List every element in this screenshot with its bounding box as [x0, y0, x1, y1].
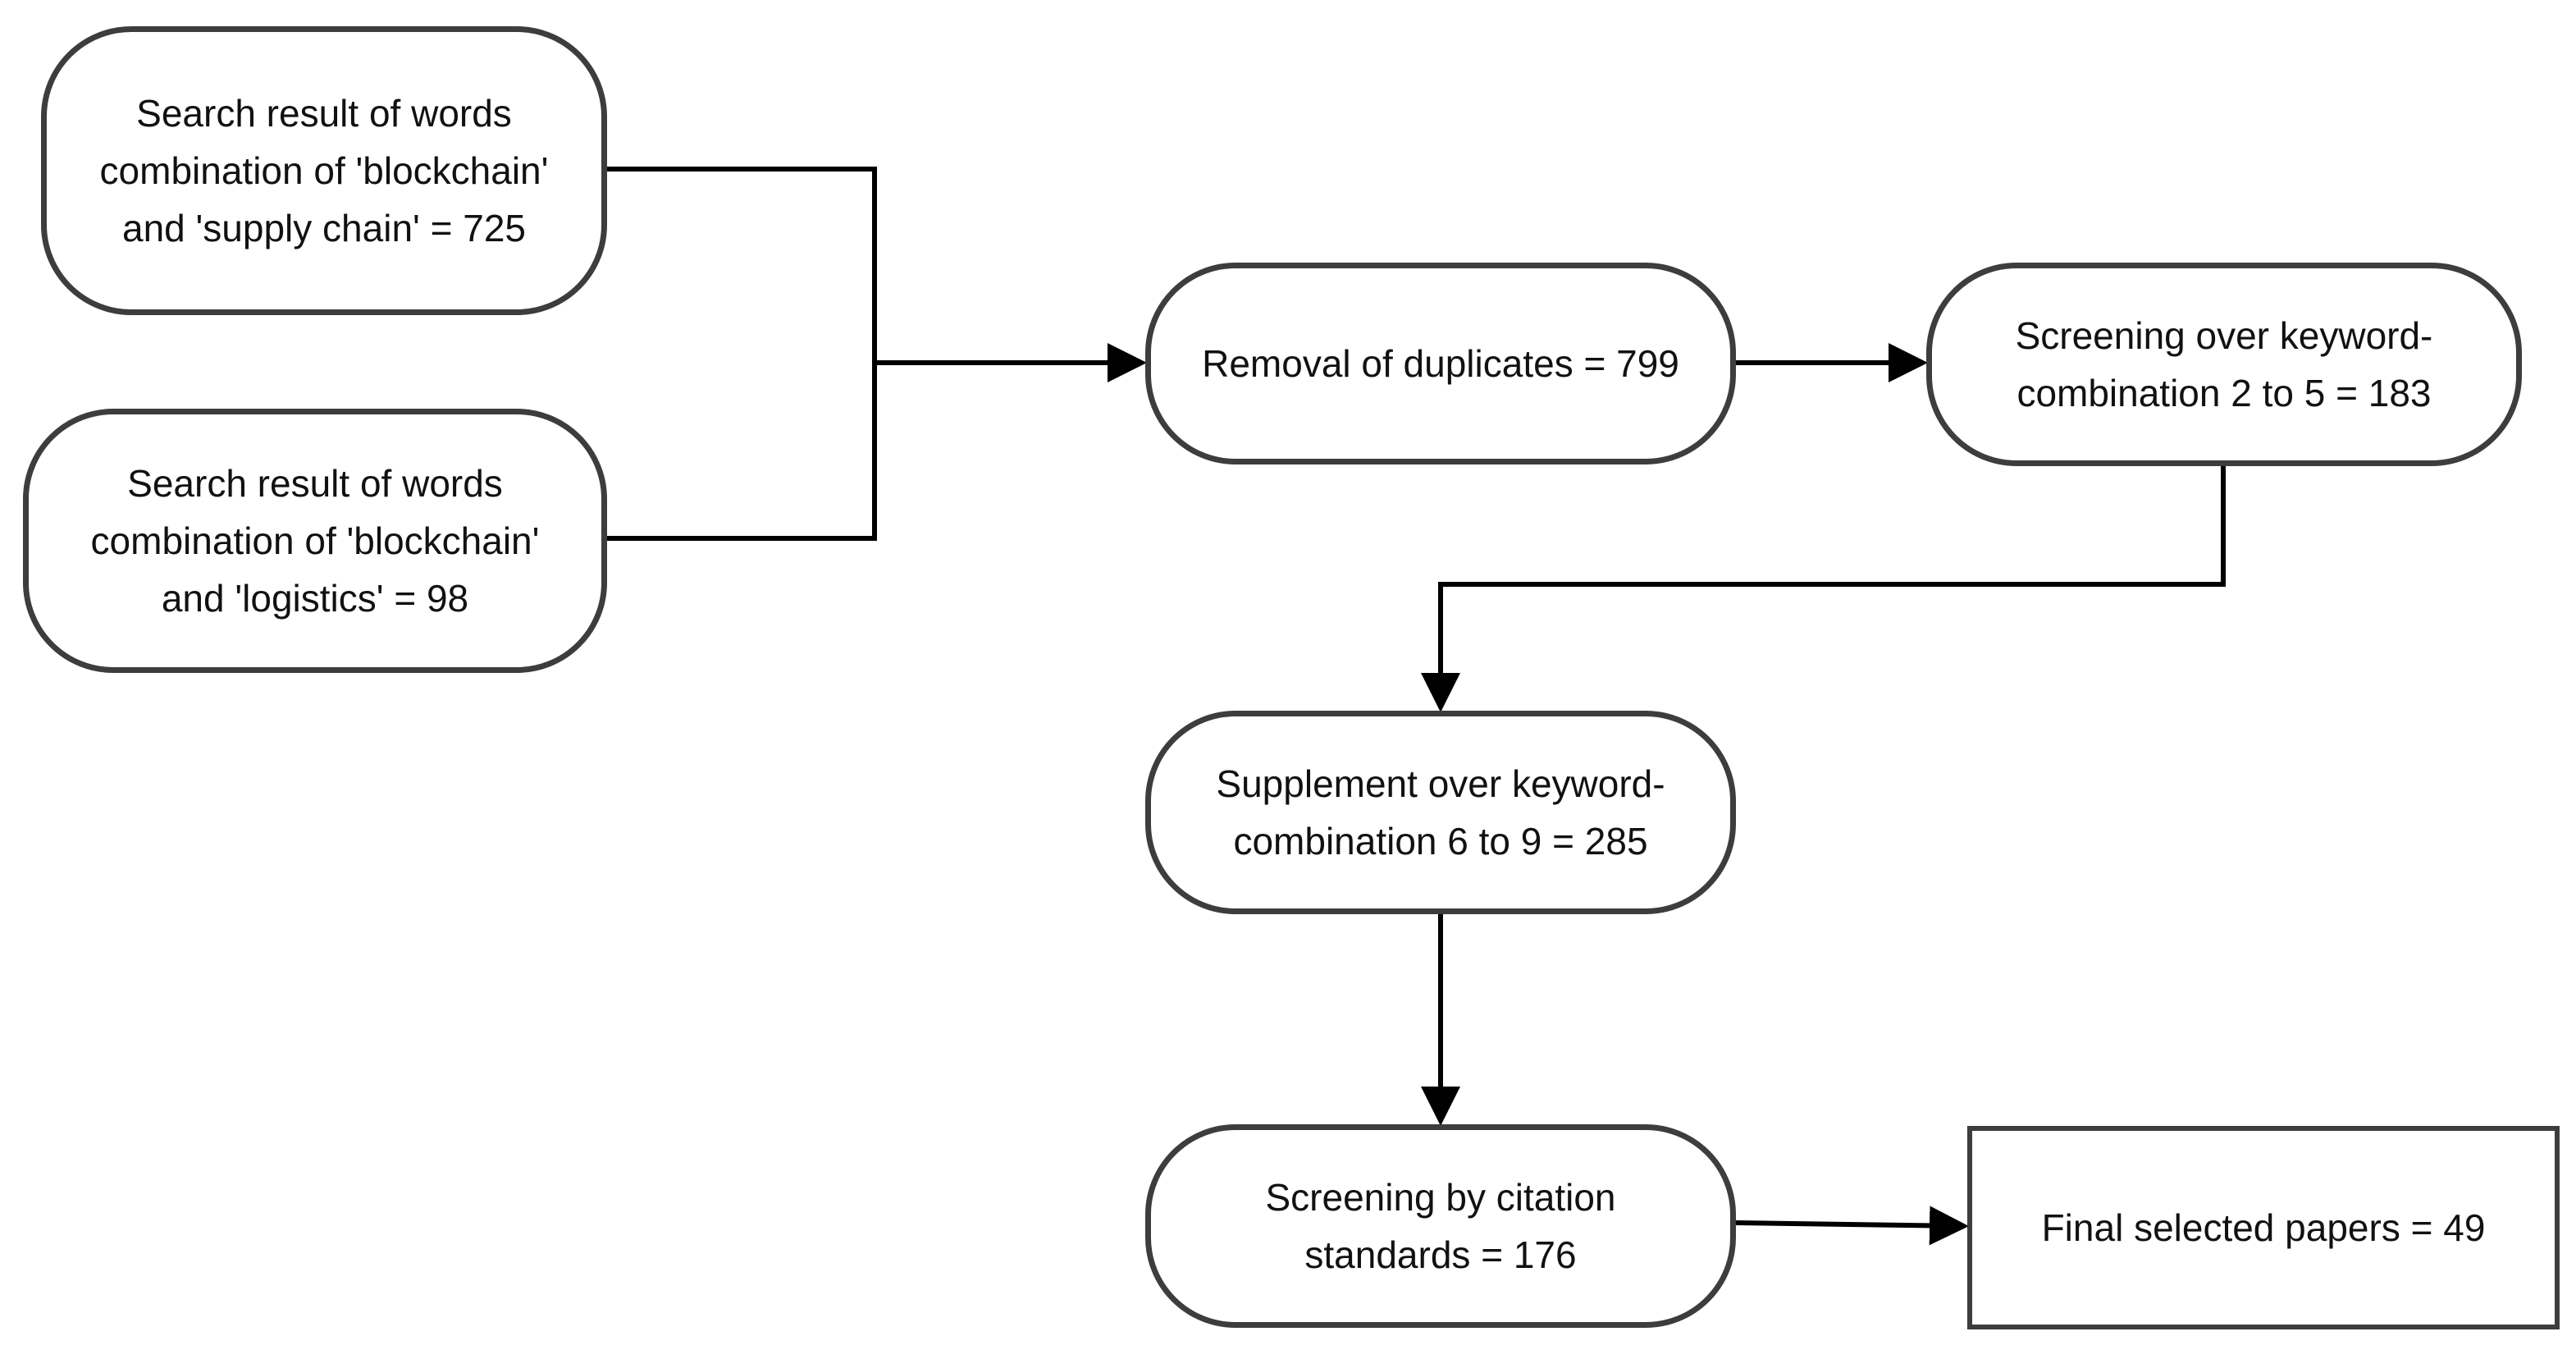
node-screening-citation: Screening by citation standards = 176 — [1145, 1124, 1736, 1328]
node-search-supply-chain-label: Search result of words combination of 'b… — [99, 92, 549, 249]
node-search-supply-chain: Search result of words combination of 'b… — [41, 26, 607, 315]
node-screening-citation-label: Screening by citation standards = 176 — [1265, 1176, 1616, 1276]
node-screening-keyword-label: Screening over keyword- combination 2 to… — [2015, 314, 2433, 414]
node-final-selected-label: Final selected papers = 49 — [2041, 1206, 2486, 1249]
node-removal-duplicates-label: Removal of duplicates = 799 — [1202, 342, 1679, 385]
connector-search-supply-chain-to-merge — [607, 167, 877, 363]
node-supplement-keyword-label: Supplement over keyword- combination 6 t… — [1216, 762, 1665, 863]
connector-search-logistics-to-merge — [607, 363, 877, 541]
node-removal-duplicates: Removal of duplicates = 799 — [1145, 263, 1736, 464]
node-screening-keyword: Screening over keyword- combination 2 to… — [1926, 263, 2522, 466]
arrow-citation-to-final-selected — [1735, 1206, 1969, 1246]
node-search-logistics-label: Search result of words combination of 'b… — [90, 462, 540, 620]
node-final-selected: Final selected papers = 49 — [1967, 1126, 2560, 1329]
node-search-logistics: Search result of words combination of 'b… — [23, 409, 607, 673]
arrow-screening-keyword-to-supplement — [1421, 466, 2226, 712]
node-supplement-keyword: Supplement over keyword- combination 6 t… — [1145, 711, 1736, 914]
